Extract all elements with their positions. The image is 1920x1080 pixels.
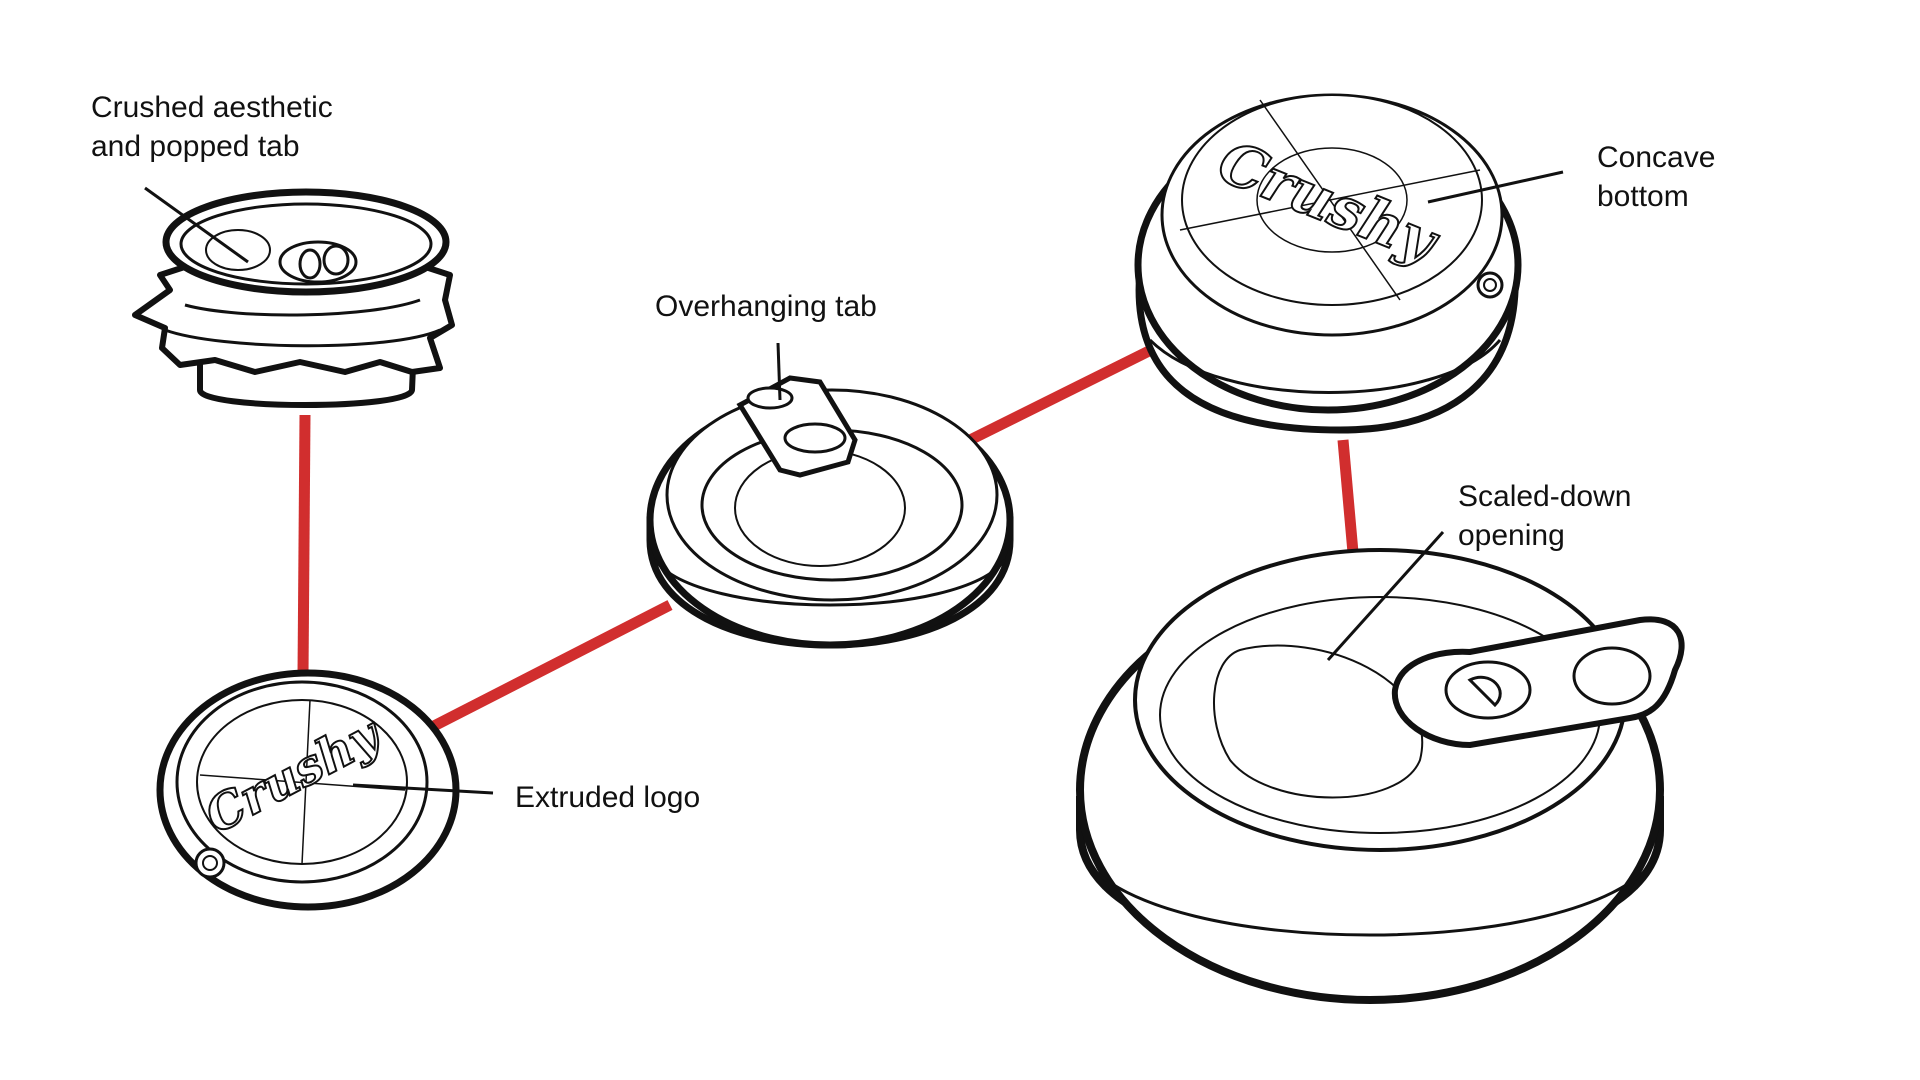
label-concave-line2: bottom xyxy=(1597,180,1689,213)
label-crushed-line1: Crushed aesthetic xyxy=(91,91,333,124)
overhanging-tab-can-icon xyxy=(646,375,1014,649)
leader-lines xyxy=(144,170,1564,795)
label-crushed-line2: and popped tab xyxy=(91,130,300,163)
label-concave-bottom: Concave bottom xyxy=(1597,138,1715,216)
label-overhanging-line1: Overhanging tab xyxy=(655,290,877,323)
scaled-opening-can-icon xyxy=(1076,548,1685,1004)
leader-concave xyxy=(1427,170,1564,204)
label-extruded-logo: Extruded logo xyxy=(515,778,700,817)
label-overhanging-tab: Overhanging tab xyxy=(655,287,877,326)
leader-scaled xyxy=(1326,530,1445,662)
connector-overhanging-to-concave xyxy=(967,343,1158,445)
label-crushed-aesthetic: Crushed aesthetic and popped tab xyxy=(91,88,333,166)
connector-logo-to-overhanging xyxy=(427,600,673,733)
connector-crushed-to-logo xyxy=(297,414,311,676)
label-extruded-line1: Extruded logo xyxy=(515,781,701,814)
leader-overhanging xyxy=(776,342,782,401)
concave-bottom-can-icon: Crushy xyxy=(1134,93,1522,434)
leader-crushed xyxy=(144,186,249,264)
label-scaled-down-opening: Scaled-down opening xyxy=(1458,477,1631,555)
crushed-can-icon xyxy=(132,188,455,408)
label-scaled-line1: Scaled-down xyxy=(1458,480,1632,513)
leader-extruded xyxy=(352,783,494,795)
label-scaled-line2: opening xyxy=(1458,519,1565,552)
label-concave-line1: Concave xyxy=(1597,141,1716,174)
extruded-logo-can-icon: Crushy xyxy=(156,669,460,911)
